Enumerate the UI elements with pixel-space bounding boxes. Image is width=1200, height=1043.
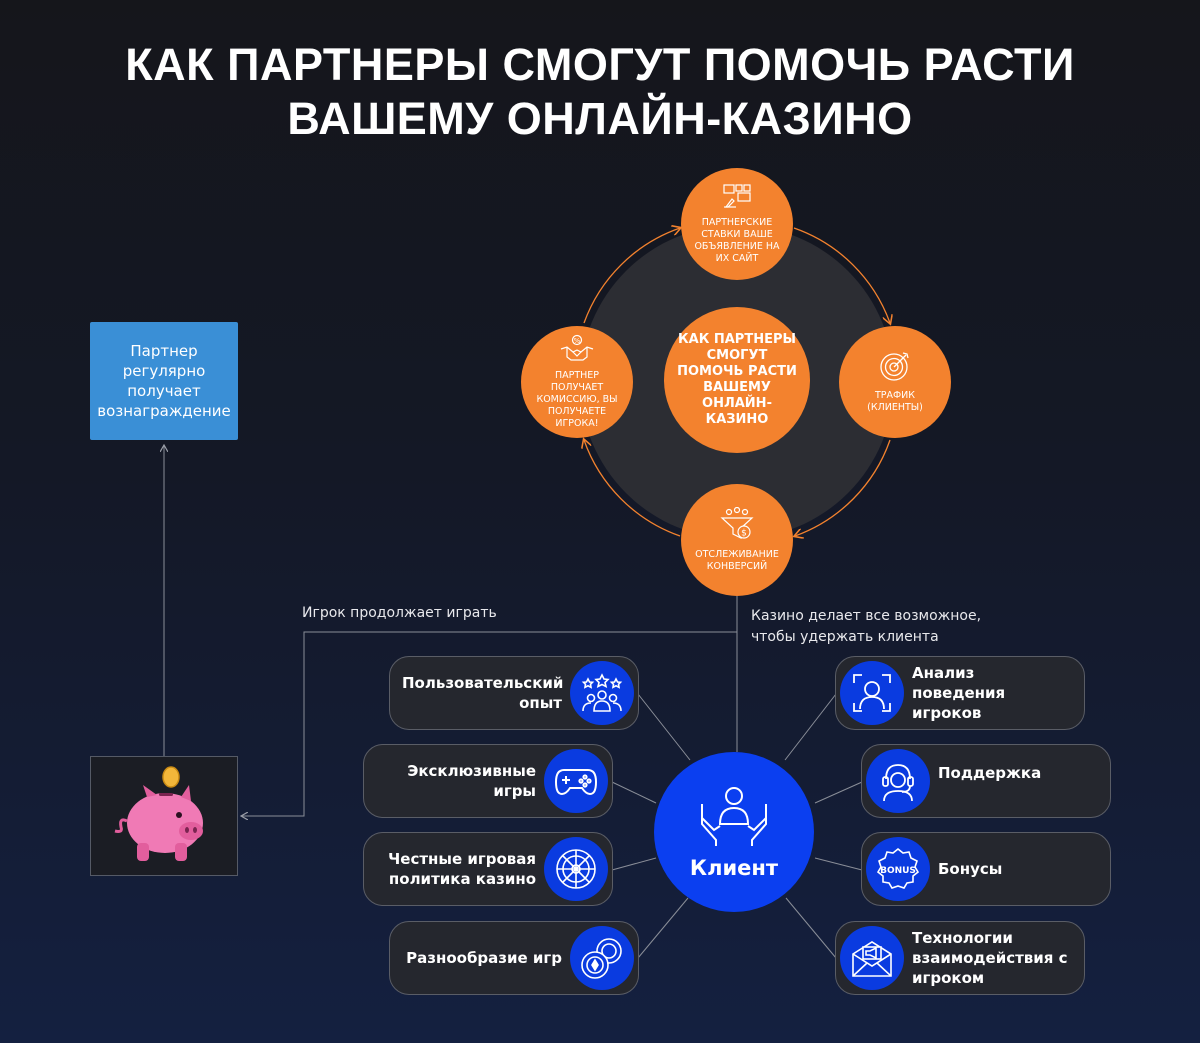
feature-label: Поддержка <box>938 764 1042 782</box>
cycle-arcs <box>584 228 890 536</box>
partner-reward-text: Партнер регулярно получает вознаграждени… <box>97 342 231 420</box>
bonus-badge-text: BONUS <box>880 866 916 876</box>
roulette-icon <box>544 837 608 901</box>
feature-engagement-tech: Технологии взаимодействия с игроком <box>835 921 1085 995</box>
caption-player-keeps-playing: Игрок продолжает играть <box>302 605 497 621</box>
client-hands-icon <box>698 784 770 850</box>
ad-placement-icon <box>722 183 752 213</box>
flow-lines <box>164 446 863 959</box>
piggy-bank-icon <box>91 766 237 879</box>
headset-icon <box>866 749 930 813</box>
mail-megaphone-icon <box>840 926 904 990</box>
cycle-right-label: ТРАФИК (КЛИЕНТЫ) <box>867 390 923 413</box>
client-label: Клиент <box>689 856 779 880</box>
cycle-bottom-label: ОТСЛЕЖИВАНИЕ КОНВЕРСИЙ <box>695 549 779 572</box>
bonus-badge-icon: BONUS <box>866 837 930 901</box>
feature-label: Честные игровая политика казино <box>388 850 536 888</box>
partner-reward-box: Партнер регулярно получает вознаграждени… <box>90 322 238 440</box>
gamepad-icon <box>544 749 608 813</box>
svg-text:%: % <box>574 337 581 345</box>
svg-text:$: $ <box>741 529 747 539</box>
feature-label: Анализ поведения игроков <box>912 664 1006 722</box>
feature-label: Бонусы <box>938 860 1003 878</box>
cycle-center-label: КАК ПАРТНЕРЫ СМОГУТ ПОМОЧЬ РАСТИ ВАШЕМУ … <box>677 332 797 427</box>
feature-user-experience: Пользовательский опыт <box>389 656 639 730</box>
chips-icon <box>570 926 634 990</box>
feature-label: Разнообразие игр <box>406 949 562 967</box>
cycle-top-label: ПАРТНЕРСКИЕ СТАВКИ ВАШЕ ОБЪЯВЛЕНИЕ НА ИХ… <box>694 217 780 264</box>
feature-bonuses: BONUS Бонусы <box>861 832 1111 906</box>
conversion-funnel-icon: $ <box>719 506 755 545</box>
piggy-bank-box <box>90 756 238 876</box>
page-title: КАК ПАРТНЕРЫ СМОГУТ ПОМОЧЬ РАСТИ ВАШЕМУ … <box>0 38 1200 146</box>
caption-casino-retains: Казино делает все возможное, чтобы удерж… <box>751 608 982 645</box>
feature-fair-policy: Честные игровая политика казино <box>363 832 613 906</box>
title-line-1: КАК ПАРТНЕРЫ СМОГУТ ПОМОЧЬ РАСТИ <box>125 39 1075 90</box>
feature-game-variety: Разнообразие игр <box>389 921 639 995</box>
handshake-percent-icon: % <box>560 334 594 366</box>
cycle-left-label: ПАРТНЕР ПОЛУЧАЕТ КОМИССИЮ, ВЫ ПОЛУЧАЕТЕ … <box>536 370 618 429</box>
users-stars-icon <box>570 661 634 725</box>
feature-behavior-analysis: Анализ поведения игроков <box>835 656 1085 730</box>
feature-label: Технологии взаимодействия с игроком <box>912 929 1068 987</box>
cycle-step-right: ТРАФИК (КЛИЕНТЫ) <box>839 326 951 438</box>
target-icon <box>879 350 911 386</box>
cycle-center-circle: КАК ПАРТНЕРЫ СМОГУТ ПОМОЧЬ РАСТИ ВАШЕМУ … <box>664 307 810 453</box>
cycle-step-top: ПАРТНЕРСКИЕ СТАВКИ ВАШЕ ОБЪЯВЛЕНИЕ НА ИХ… <box>681 168 793 280</box>
title-line-2: ВАШЕМУ ОНЛАЙН-КАЗИНО <box>287 93 913 144</box>
cycle-step-bottom: $ ОТСЛЕЖИВАНИЕ КОНВЕРСИЙ <box>681 484 793 596</box>
client-circle: Клиент <box>654 752 814 912</box>
feature-label: Эксклюзивные игры <box>407 762 536 800</box>
feature-support: Поддержка <box>861 744 1111 818</box>
feature-exclusive-games: Эксклюзивные игры <box>363 744 613 818</box>
feature-label: Пользовательский опыт <box>402 674 564 712</box>
cycle-step-left: % ПАРТНЕР ПОЛУЧАЕТ КОМИССИЮ, ВЫ ПОЛУЧАЕТ… <box>521 326 633 438</box>
face-scan-icon <box>840 661 904 725</box>
